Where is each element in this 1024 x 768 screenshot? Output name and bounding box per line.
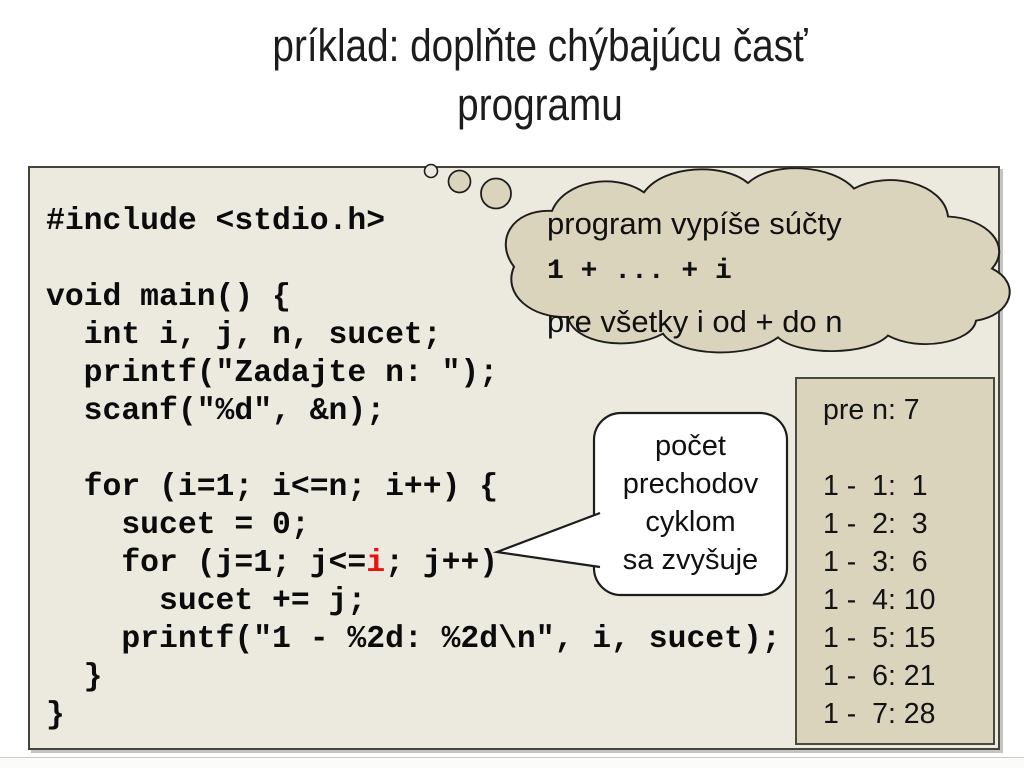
results-row: 1 - 2: 3 [823,508,928,540]
code-line: sucet += j; [46,584,367,619]
results-row: 1 - 3: 6 [823,546,928,578]
bubble-line: cyklom [645,506,736,538]
slide-title: príklad: doplňte chýbajúcu časť programu [124,16,956,134]
cloud-line2: 1 + ... + i [547,256,732,287]
thought-cloud-text: program vypíše súčty 1 + ... + i pre vše… [547,199,843,347]
code-line: } [46,660,103,695]
code-line: #include <stdio.h> [46,204,386,239]
results-row: 1 - 7: 28 [823,698,936,730]
bubble-line: sa zvyšuje [622,544,759,576]
results-row: 1 - 1: 1 [823,470,928,502]
results-row: 1 - 5: 15 [823,622,936,654]
cloud-line1: program vypíše súčty [547,206,842,241]
inner-loop-post: ; j++) [385,546,499,581]
cloud-line3: pre všetky i od + do n [547,304,843,339]
code-line: for (i=1; i<=n; i++) { [46,470,499,505]
code-line: printf("Zadajte n: "); [46,356,499,391]
code-line-inner-loop: for (j=1; j<=i; j++) [46,545,781,583]
code-line: scanf("%d", &n); [46,394,386,429]
code-listing: #include <stdio.h> void main() { int i, … [46,203,781,735]
inner-loop-highlighted-i: i [366,546,386,581]
results-row: 1 - 4: 10 [823,584,936,616]
slide-bottom-edge [0,757,1024,768]
results-panel: pre n: 7 1 - 1: 1 1 - 2: 3 1 - 3: 6 1 - … [795,377,995,745]
inner-loop-pre: for (j=1; j<= [46,546,367,581]
code-line: printf("1 - %2d: %2d\n", i, sucet); [46,622,781,657]
bubble-line: prechodov [622,468,759,500]
speech-bubble-text: počet prechodov cyklom sa zvyšuje [594,427,787,579]
results-row: 1 - 6: 21 [823,660,936,692]
code-line: } [46,698,65,733]
slide-title-line1: príklad: doplňte chýbajúcu časť [272,20,808,71]
bubble-line: počet [655,430,726,462]
code-line: int i, j, n, sucet; [46,318,442,353]
code-line: void main() { [46,280,291,315]
results-title: pre n: 7 [823,394,920,426]
code-line: sucet = 0; [46,508,310,543]
slide-title-line2: programu [457,79,623,130]
